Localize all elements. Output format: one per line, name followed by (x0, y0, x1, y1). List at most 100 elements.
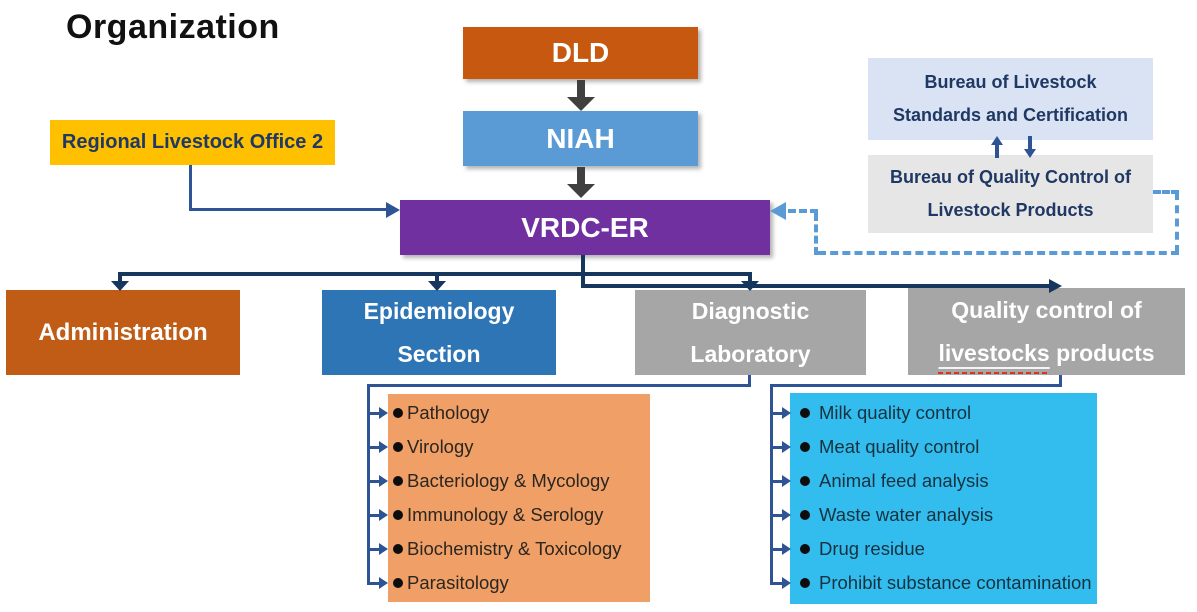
connector-line (367, 548, 379, 551)
bullet-icon (393, 442, 403, 452)
flow-arrowhead-down-icon (567, 97, 595, 111)
bullet-icon (800, 510, 810, 520)
quality-line2-rest: products (1056, 339, 1155, 366)
diagnostic-units-list: Pathology Virology Bacteriology & Mycolo… (388, 394, 650, 602)
list-item-label: Milk quality control (819, 402, 972, 423)
bureau-standards-box: Bureau of Livestock Standards and Certif… (868, 58, 1153, 140)
niah-label: NIAH (546, 122, 615, 154)
epidemiology-line1: Epidemiology (363, 297, 515, 324)
arrow-right-icon (379, 475, 388, 487)
list-item-label: Virology (407, 436, 474, 457)
connector-line (770, 514, 782, 517)
connector-line (1059, 375, 1062, 387)
connector-line (367, 582, 379, 585)
list-item: Parasitology (388, 566, 650, 600)
diagnostic-laboratory-box: Diagnostic Laboratory (635, 290, 866, 375)
list-item: Immunology & Serology (388, 498, 650, 532)
list-item: Waste water analysis (790, 498, 1097, 532)
arrow-right-icon (782, 475, 791, 487)
dashed-connector (788, 209, 818, 213)
dashed-connector (814, 213, 818, 255)
list-item-label: Meat quality control (819, 436, 980, 457)
connector-line (770, 548, 782, 551)
list-item-label: Biochemistry & Toxicology (407, 538, 622, 559)
quality-control-box: Quality control of livestocks products (908, 288, 1185, 375)
dld-box: DLD (463, 27, 698, 79)
flow-arrow-down-icon (577, 167, 585, 185)
arrow-right-icon (379, 577, 388, 589)
connector-line (367, 412, 379, 415)
bullet-icon (800, 578, 810, 588)
dashed-connector (818, 251, 1179, 255)
connector-line (770, 384, 1062, 387)
bureau-standards-line2: Standards and Certification (892, 105, 1129, 125)
connector-line (1028, 136, 1032, 150)
arrow-right-icon (379, 441, 388, 453)
bullet-icon (393, 544, 403, 554)
epidemiology-section-box: Epidemiology Section (322, 290, 556, 375)
connector-line (770, 480, 782, 483)
connector-line (367, 384, 370, 585)
connector-line (770, 446, 782, 449)
connector-line (189, 208, 386, 211)
arrow-right-icon (386, 202, 400, 218)
connector-line (118, 272, 122, 283)
arrow-down-icon (428, 281, 446, 291)
connector-line (748, 272, 752, 283)
list-item-label: Immunology & Serology (407, 504, 604, 525)
flow-arrow-down-icon (577, 80, 585, 98)
connector-line (995, 144, 999, 158)
arrow-right-icon (782, 577, 791, 589)
niah-box: NIAH (463, 111, 698, 166)
list-item: Virology (388, 430, 650, 464)
arrow-right-icon (782, 441, 791, 453)
connector-line (367, 514, 379, 517)
administration-label: Administration (38, 318, 208, 346)
arrow-left-icon (770, 202, 786, 220)
list-item: Biochemistry & Toxicology (388, 532, 650, 566)
bullet-icon (800, 442, 810, 452)
connector-line (581, 255, 585, 288)
bullet-icon (393, 578, 403, 588)
bullet-icon (393, 476, 403, 486)
arrow-right-icon (379, 509, 388, 521)
bullet-icon (800, 544, 810, 554)
flow-arrowhead-down-icon (567, 184, 595, 198)
bureau-quality-box: Bureau of Quality Control of Livestock P… (868, 155, 1153, 233)
connector-line (770, 582, 782, 585)
bullet-icon (393, 510, 403, 520)
list-item-label: Parasitology (407, 572, 509, 593)
connector-line (435, 272, 439, 283)
connector-line (367, 384, 751, 387)
list-item-label: Prohibit substance contamination (819, 572, 1092, 593)
diagnostic-line1: Diagnostic (691, 297, 810, 324)
dashed-connector (1153, 190, 1179, 194)
list-item-label: Animal feed analysis (819, 470, 989, 491)
connector-line (748, 375, 751, 387)
connector-line (189, 165, 192, 211)
list-item-label: Pathology (407, 402, 490, 423)
arrow-down-icon (741, 281, 759, 291)
arrow-down-icon (111, 281, 129, 291)
bureau-quality-line1: Bureau of Quality Control of (890, 167, 1131, 187)
arrow-right-icon (782, 543, 791, 555)
dld-label: DLD (551, 37, 610, 68)
bureau-standards-line1: Bureau of Livestock (924, 72, 1097, 92)
dashed-connector (1175, 192, 1179, 253)
quality-line2: livestocks products (938, 332, 1155, 375)
list-item: Milk quality control (790, 396, 1097, 430)
list-item-label: Waste water analysis (819, 504, 994, 525)
bullet-icon (800, 408, 810, 418)
arrow-right-icon (1049, 279, 1062, 293)
arrow-down-icon (1024, 149, 1036, 158)
list-item: Prohibit substance contamination (790, 566, 1097, 600)
list-item: Drug residue (790, 532, 1097, 566)
list-item: Meat quality control (790, 430, 1097, 464)
bullet-icon (393, 408, 403, 418)
list-item: Animal feed analysis (790, 464, 1097, 498)
bullet-icon (800, 476, 810, 486)
epidemiology-line2: Section (397, 340, 481, 367)
arrow-right-icon (379, 543, 388, 555)
list-item: Bacteriology & Mycology (388, 464, 650, 498)
